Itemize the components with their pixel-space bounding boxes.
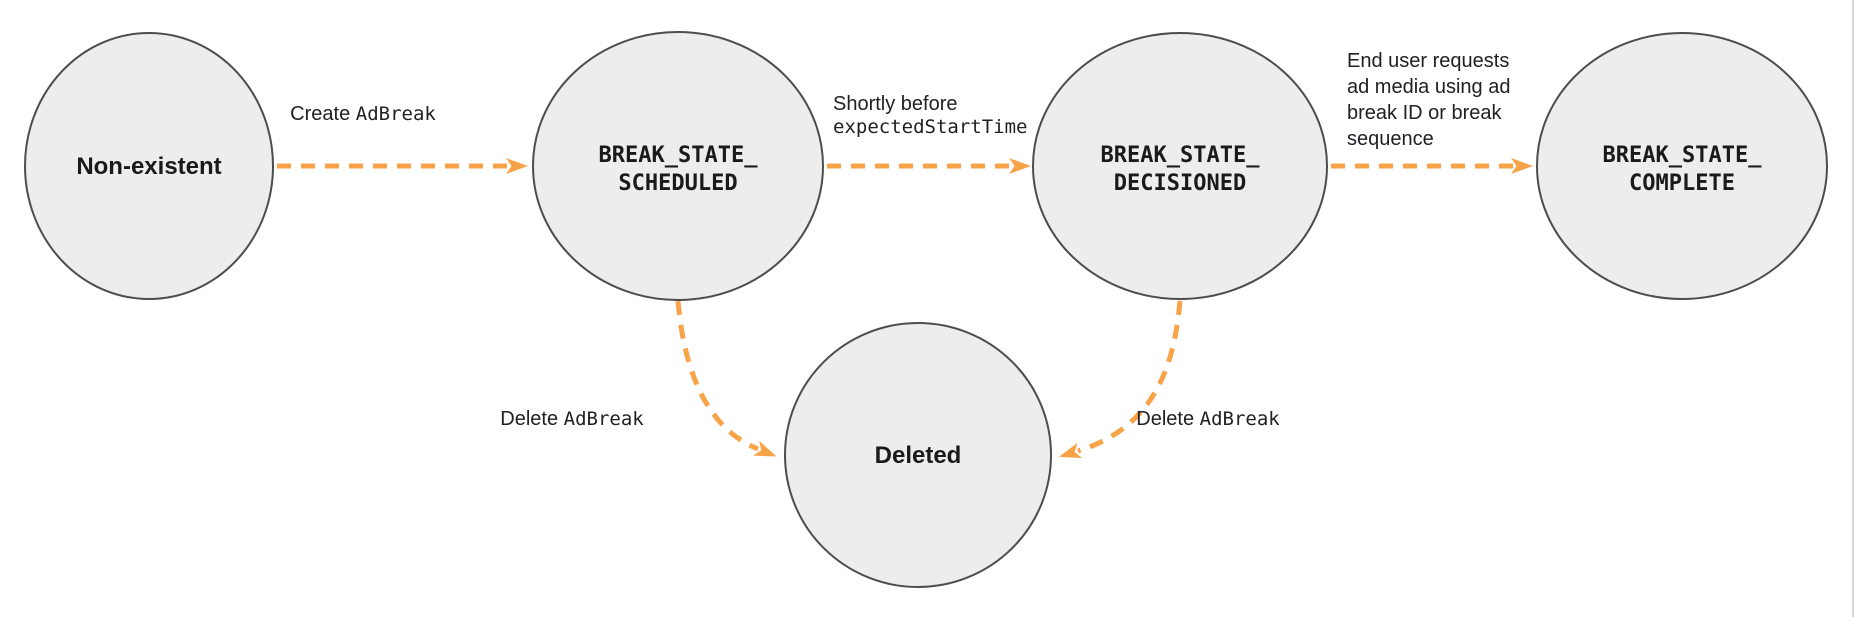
break-state-scheduled-label-line1: BREAK_STATE_	[599, 143, 759, 168]
arrow-decisioned-to-deleted	[1058, 300, 1183, 459]
deleted-label: Deleted	[875, 442, 962, 469]
shortly-before-line2-code: expectedStartTime	[833, 116, 1027, 138]
create-label-code: AdBreak	[356, 103, 437, 125]
break-state-scheduled-label-line2: SCHEDULED	[618, 171, 737, 196]
break-state-decisioned-label-line1: BREAK_STATE_	[1101, 143, 1261, 168]
deleted-circle	[784, 322, 1052, 588]
edge-label-delete-adbreak-right: Delete AdBreak	[1136, 408, 1280, 430]
node-break-state-complete: BREAK_STATE_ COMPLETE	[1536, 32, 1828, 300]
end-user-line4: sequence	[1347, 128, 1434, 150]
end-user-line1: End user requests	[1347, 50, 1509, 72]
non-existent-circle	[24, 32, 274, 300]
create-label-text: Create	[290, 103, 356, 125]
break-state-decisioned-label-line2: DECISIONED	[1114, 171, 1246, 196]
edge-label-create-adbreak: Create AdBreak	[290, 103, 436, 125]
break-state-complete-label-line2: COMPLETE	[1629, 171, 1735, 196]
delete-left-text: Delete	[500, 408, 563, 430]
break-state-complete-label-line1: BREAK_STATE_	[1603, 143, 1763, 168]
break-state-scheduled-circle	[532, 31, 824, 301]
node-deleted: Deleted	[784, 322, 1052, 588]
arrow-scheduled-to-deleted	[675, 300, 777, 457]
non-existent-label: Non-existent	[76, 153, 221, 180]
edge-label-end-user-request: End user requests ad media using ad brea…	[1347, 50, 1510, 150]
delete-right-text: Delete	[1136, 408, 1199, 430]
edge-label-delete-adbreak-left: Delete AdBreak	[500, 408, 644, 430]
end-user-line2: ad media using ad	[1347, 76, 1510, 98]
shortly-before-line1: Shortly before	[833, 93, 958, 115]
node-non-existent: Non-existent	[24, 32, 274, 300]
content-right-border	[1852, 0, 1854, 617]
end-user-line3: break ID or break	[1347, 102, 1503, 124]
node-break-state-decisioned: BREAK_STATE_ DECISIONED	[1032, 32, 1328, 300]
edge-label-shortly-before: Shortly before expectedStartTime	[833, 93, 1027, 138]
node-break-state-scheduled: BREAK_STATE_ SCHEDULED	[532, 31, 824, 301]
break-state-complete-circle	[1536, 32, 1828, 300]
break-state-decisioned-circle	[1032, 32, 1328, 300]
delete-left-code: AdBreak	[564, 408, 645, 430]
delete-right-code: AdBreak	[1200, 408, 1281, 430]
